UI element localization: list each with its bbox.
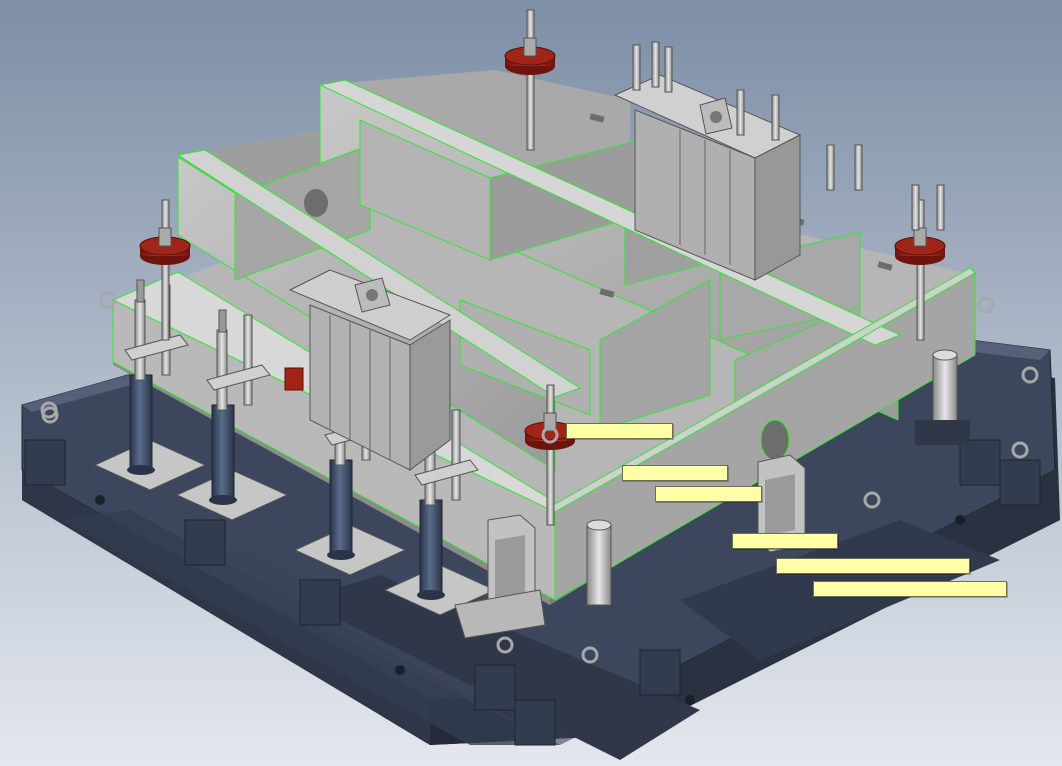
blue-column [329, 459, 353, 556]
lifting-eye-bolt [863, 491, 881, 509]
base-block [639, 649, 681, 696]
base-block [184, 519, 226, 566]
lifting-eye-bolt [977, 296, 995, 314]
clamp-rod [243, 314, 253, 406]
locating-pin-assembly [504, 9, 556, 151]
clamp-column-assembly [175, 309, 289, 521]
clamp-arm [206, 364, 271, 391]
clamp-rod [451, 409, 461, 501]
column-foot [417, 590, 445, 600]
annotation-callout-5[interactable] [776, 558, 970, 574]
clamp-rod [134, 299, 146, 381]
clamp-pin [826, 144, 835, 191]
pin-tip [161, 199, 170, 229]
annotation-callout-3[interactable] [655, 486, 762, 502]
column-foot [209, 495, 237, 505]
red-stop-block [284, 367, 304, 391]
clamp-pin [651, 41, 660, 88]
lifting-eye-bolt [496, 636, 514, 654]
annotation-callout-6[interactable] [813, 581, 1007, 597]
clamp-stud [136, 279, 145, 303]
pin-nut [913, 227, 927, 247]
lifting-eye-bolt [1011, 441, 1029, 459]
clamp-pin [664, 46, 673, 93]
base-block [999, 459, 1041, 506]
clamp-rod [216, 329, 228, 411]
base-block [299, 579, 341, 626]
locating-pin-assembly [894, 199, 946, 341]
lifting-eye-bolt [581, 646, 599, 664]
support-post [586, 524, 612, 606]
clamp-column-assembly [93, 279, 207, 491]
blue-column [211, 404, 235, 501]
lifting-eye-bolt [99, 291, 117, 309]
clamp-arm [414, 459, 479, 486]
base-step-blocks [24, 439, 1041, 746]
clamp-pin [854, 144, 863, 191]
base-block [959, 439, 1001, 486]
lifting-eye-bolts[interactable] [40, 291, 1039, 664]
lifting-eye-bolt [541, 426, 559, 444]
lifting-eye-bolt [41, 406, 59, 424]
annotation-callout-2[interactable] [622, 465, 728, 481]
clamp-pin [736, 89, 745, 136]
clamp-pin [771, 94, 780, 141]
annotation-callout-4[interactable] [732, 533, 838, 549]
clamp-pin [911, 184, 920, 231]
pin-nut [158, 227, 172, 247]
blue-column [129, 374, 153, 471]
clamp-pin [936, 184, 945, 231]
support-post [932, 354, 958, 424]
lifting-eye-bolt [1021, 366, 1039, 384]
clamp-stud [218, 309, 227, 333]
support-brackets[interactable] [454, 349, 970, 639]
pin-tip [526, 9, 535, 39]
clamp-pin [632, 44, 641, 91]
column-foot [327, 550, 355, 560]
annotation-callout-1[interactable] [566, 423, 673, 439]
blue-column [419, 499, 443, 596]
pin-nut [523, 37, 537, 57]
locating-pin-assembly [139, 199, 191, 341]
base-block [24, 439, 66, 486]
column-foot [127, 465, 155, 475]
clamp-towers[interactable] [288, 74, 802, 471]
base-block [514, 699, 556, 746]
base-block [474, 664, 516, 711]
pin-tip [546, 384, 555, 414]
